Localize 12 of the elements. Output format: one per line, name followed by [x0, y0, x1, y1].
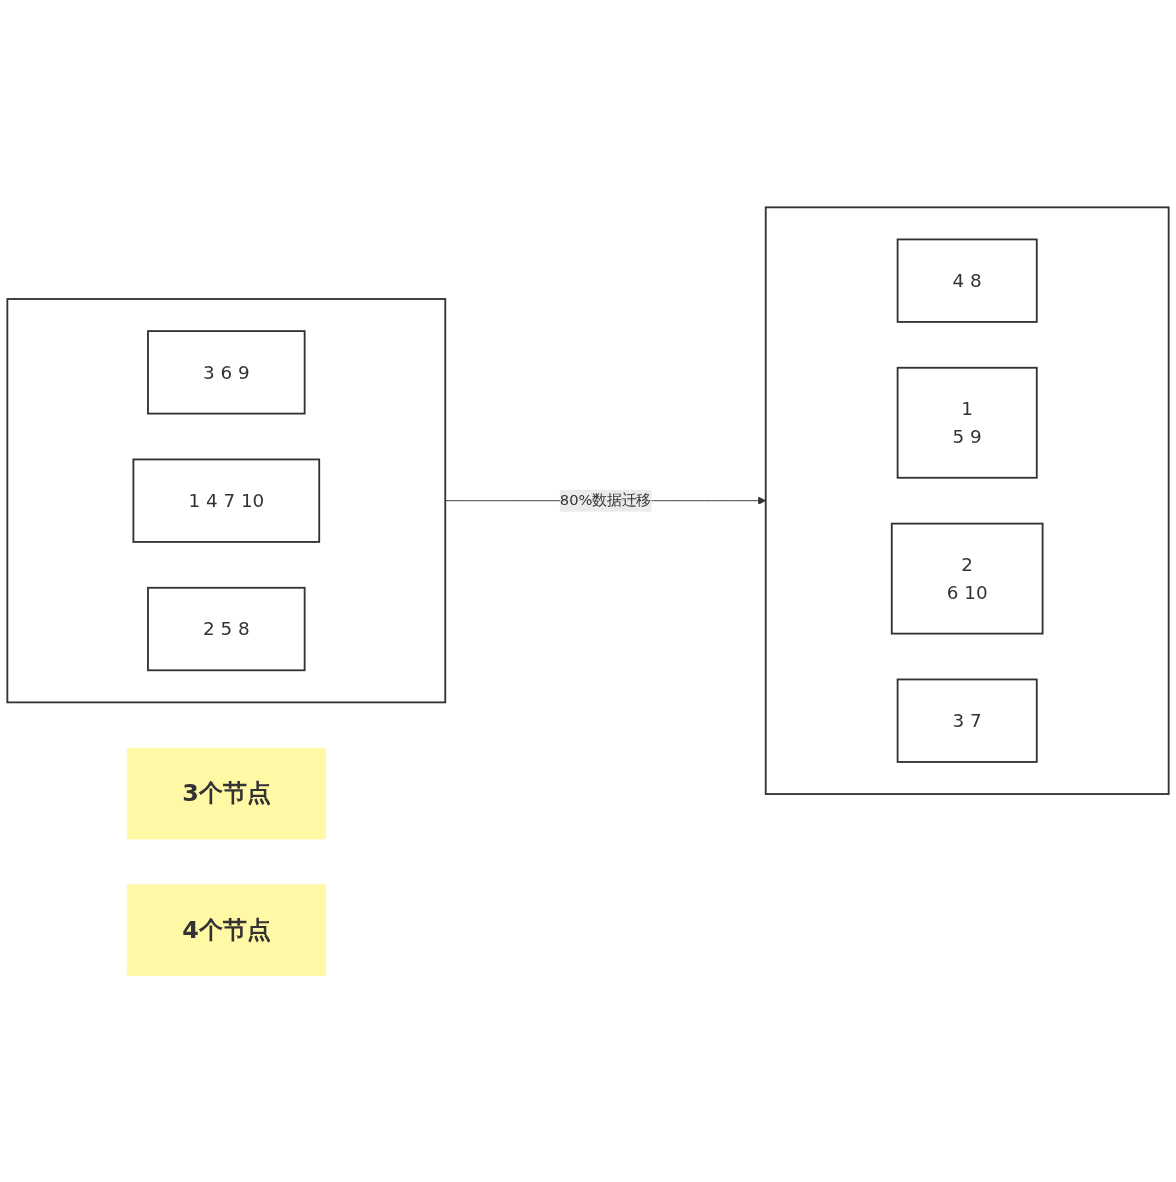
cluster [6, 297, 447, 703]
node-box: 3 7 [896, 678, 1038, 763]
node-box: 1 4 7 10 [132, 458, 321, 543]
edge-label: 80%数据迁移 [559, 491, 652, 509]
node-box: 4个节点 [126, 883, 326, 976]
node-box: 3 6 9 [147, 329, 306, 415]
cluster [764, 205, 1170, 795]
node-box: 2 6 10 [890, 522, 1044, 635]
node-box: 3个节点 [126, 747, 326, 839]
node-box: 1 5 9 [896, 366, 1038, 479]
node-box: 2 5 8 [147, 586, 306, 671]
node-box: 4 8 [896, 238, 1038, 323]
